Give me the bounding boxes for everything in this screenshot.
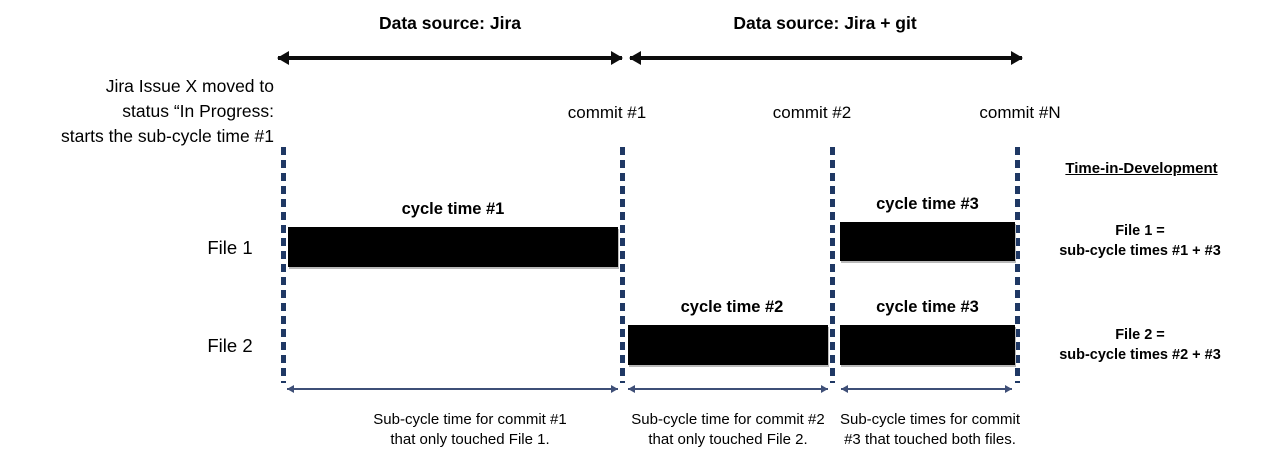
dashed-line-commit-2 [830,147,835,383]
cycle-time-1-bar [288,227,618,267]
jira-span-arrow [277,51,623,65]
dashed-line-start [281,147,286,383]
cycle-time-3-file2-label: cycle time #3 [876,298,979,316]
subcycle-2-dimension-line [628,385,828,393]
subcycle-3-caption-line2: #3 that touched both files. [844,431,1016,448]
jira-issue-note-line1: Jira Issue X moved to [105,76,274,96]
commit-2-label: commit #2 [772,103,852,122]
jira-issue-note-line3: starts the sub-cycle time #1 [61,126,274,146]
subcycle-3-caption-line1: Sub-cycle times for commit [839,411,1021,428]
commit-1-label: commit #1 [567,103,647,122]
data-source-jira-git-label: Data source: Jira + git [733,13,917,33]
file-1-formula: File 1 = sub-cycle times #1 + #3 [1040,221,1240,261]
file-1-label: File 1 [207,237,253,258]
subcycle-1-caption: Sub-cycle time for commit #1 that only t… [330,410,610,450]
subcycle-1-caption-line2: that only touched File 1. [390,431,550,448]
subcycle-2-caption-line2: that only touched File 2. [648,431,808,448]
dashed-line-commit-1 [620,147,625,383]
file-2-formula-line1: File 2 = [1115,327,1165,343]
cycle-time-1-label: cycle time #1 [401,200,505,218]
subcycle-1-dimension-line [287,385,618,393]
jira-git-span-arrow [629,51,1023,65]
cycle-time-3-file1-bar [840,222,1015,261]
subcycle-1-caption-line1: Sub-cycle time for commit #1 [373,411,567,428]
file-2-formula-line2: sub-cycle times #2 + #3 [1059,347,1221,363]
subcycle-3-dimension-line [841,385,1012,393]
file-2-formula: File 2 = sub-cycle times #2 + #3 [1040,325,1240,365]
cycle-time-2-bar [628,325,828,365]
commit-n-label: commit #N [979,103,1061,122]
jira-issue-note: Jira Issue X moved to status “In Progres… [0,74,274,149]
cycle-time-3-file1-label: cycle time #3 [876,195,979,213]
data-source-jira-label: Data source: Jira [378,13,521,33]
time-in-development-title: Time-in-Development [1065,160,1218,177]
jira-issue-note-line2: status “In Progress: [122,101,274,121]
cycle-time-3-file2-bar [840,325,1015,365]
subcycle-2-caption: Sub-cycle time for commit #2 that only t… [593,410,863,450]
file-1-formula-line1: File 1 = [1115,223,1165,239]
dashed-line-commit-n [1015,147,1020,383]
subcycle-3-caption: Sub-cycle times for commit #3 that touch… [795,410,1065,450]
cycle-time-2-label: cycle time #2 [680,298,784,316]
subcycle-2-caption-line1: Sub-cycle time for commit #2 [631,411,825,428]
file-2-label: File 2 [207,335,253,356]
file-1-formula-line2: sub-cycle times #1 + #3 [1059,243,1221,259]
